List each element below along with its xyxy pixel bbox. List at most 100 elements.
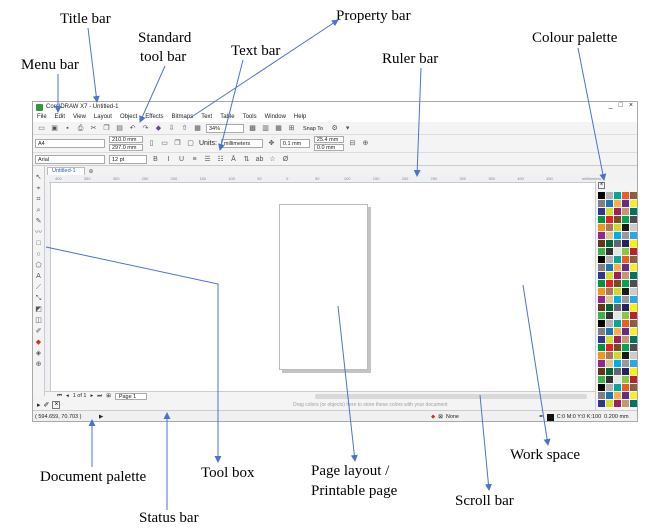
status-arrow-icon[interactable]: ▶ (99, 414, 104, 420)
palette-swatch[interactable] (598, 392, 605, 399)
character-format-icon[interactable]: Ā (231, 155, 236, 163)
palette-swatch[interactable] (606, 368, 613, 375)
palette-swatch[interactable] (606, 192, 613, 199)
palette-swatch[interactable] (614, 320, 621, 327)
new-document-icon[interactable]: ▭ (38, 124, 45, 132)
palette-swatch[interactable] (622, 312, 629, 319)
palette-swatch[interactable] (614, 384, 621, 391)
bold-icon[interactable]: B (153, 155, 158, 163)
text-direction-icon[interactable]: ⇅ (243, 155, 250, 163)
full-screen-icon[interactable]: ▩ (249, 124, 256, 132)
palette-swatch[interactable] (614, 336, 621, 343)
palette-swatch[interactable] (606, 288, 613, 295)
palette-swatch[interactable] (614, 192, 621, 199)
palette-swatch[interactable] (630, 224, 637, 231)
palette-swatch[interactable] (598, 264, 605, 271)
palette-swatch[interactable] (630, 376, 637, 383)
palette-swatch[interactable] (606, 360, 613, 367)
palette-swatch[interactable] (630, 248, 637, 255)
page-size-select[interactable]: A4 (35, 139, 105, 148)
palette-swatch[interactable] (598, 312, 605, 319)
portrait-icon[interactable]: ▯ (149, 140, 154, 147)
palette-swatch[interactable] (622, 200, 629, 207)
pick-tool-icon[interactable]: ↖ (35, 174, 42, 181)
palette-swatch[interactable] (598, 336, 605, 343)
palette-swatch[interactable] (630, 360, 637, 367)
palette-swatch[interactable] (622, 392, 629, 399)
shape-tool-icon[interactable]: ⌖ (36, 185, 41, 192)
rectangle-tool-icon[interactable]: □ (36, 240, 41, 247)
eyedropper-icon[interactable]: ✐ (43, 402, 50, 409)
palette-swatch[interactable] (630, 328, 637, 335)
menu-window[interactable]: Window (264, 114, 286, 120)
palette-swatch[interactable] (606, 320, 613, 327)
palette-swatch[interactable] (614, 280, 621, 287)
ellipse-tool-icon[interactable]: ○ (36, 251, 41, 258)
landscape-icon[interactable]: ▭ (161, 140, 168, 147)
palette-swatch[interactable] (598, 224, 605, 231)
palette-swatch[interactable] (606, 208, 613, 215)
palette-play-icon[interactable]: ▸ (37, 402, 41, 409)
palette-swatch[interactable] (630, 336, 637, 343)
palette-swatch[interactable] (630, 288, 637, 295)
palette-swatch[interactable] (630, 256, 637, 263)
redo-icon[interactable]: ↷ (142, 124, 149, 132)
text-tool-icon[interactable]: A (36, 273, 41, 280)
palette-swatch[interactable] (630, 296, 637, 303)
palette-swatch[interactable] (614, 216, 621, 223)
font-size-select[interactable]: 12 pt (109, 154, 147, 164)
palette-swatch[interactable] (630, 264, 637, 271)
page-tab[interactable]: Page 1 (114, 392, 148, 400)
new-tab-icon[interactable]: ⊕ (88, 169, 94, 175)
page-options-icon[interactable]: ⊟ (349, 140, 356, 147)
palette-swatch[interactable] (606, 336, 613, 343)
palette-swatch[interactable] (622, 232, 629, 239)
maximize-button[interactable]: □ (618, 102, 623, 109)
first-page-icon[interactable]: ⏮ (57, 392, 62, 399)
palette-swatch[interactable] (606, 344, 613, 351)
close-button[interactable]: × (628, 102, 633, 109)
palette-swatch[interactable] (630, 400, 637, 407)
palette-swatch[interactable] (606, 248, 613, 255)
palette-swatch[interactable] (630, 344, 637, 351)
palette-swatch[interactable] (614, 200, 621, 207)
bullet-list-icon[interactable]: ☰ (204, 155, 211, 163)
palette-swatch[interactable] (614, 256, 621, 263)
palette-swatch[interactable] (598, 328, 605, 335)
favorite-icon[interactable]: ☆ (269, 155, 276, 163)
palette-swatch[interactable] (622, 192, 629, 199)
menu-effects[interactable]: Effects (145, 114, 164, 120)
italic-icon[interactable]: I (167, 155, 170, 163)
palette-swatch[interactable] (598, 376, 605, 383)
palette-swatch[interactable] (606, 312, 613, 319)
palette-swatch[interactable] (614, 248, 621, 255)
undo-icon[interactable]: ↶ (129, 124, 136, 132)
freehand-tool-icon[interactable]: ✎ (35, 218, 42, 225)
paste-icon[interactable]: ▤ (116, 124, 123, 132)
palette-swatch[interactable] (630, 392, 637, 399)
copy-icon[interactable]: ❐ (103, 124, 110, 132)
palette-swatch[interactable] (630, 272, 637, 279)
page-height-field[interactable]: 297.0 mm (109, 144, 143, 151)
palette-swatch[interactable] (614, 312, 621, 319)
palette-swatch[interactable] (598, 352, 605, 359)
palette-swatch[interactable] (614, 352, 621, 359)
guidelines-icon[interactable]: ⊞ (288, 124, 295, 132)
palette-swatch[interactable] (598, 256, 605, 263)
palette-swatch[interactable] (606, 352, 613, 359)
parallel-dimension-icon[interactable]: ⟋ (36, 284, 41, 291)
menu-help[interactable]: Help (293, 114, 307, 120)
palette-swatch[interactable] (606, 376, 613, 383)
no-color-swatch[interactable]: × (598, 182, 605, 189)
palette-swatch[interactable] (606, 272, 613, 279)
duplicate-y-field[interactable]: 0.0 mm (313, 144, 344, 151)
polygon-tool-icon[interactable]: ⬠ (35, 262, 42, 269)
palette-swatch[interactable] (598, 216, 605, 223)
palette-swatch[interactable] (606, 224, 613, 231)
add-page-icon[interactable]: ⊞ (106, 393, 111, 399)
palette-swatch[interactable] (606, 280, 613, 287)
workspace[interactable] (51, 183, 603, 391)
eyedropper-icon[interactable]: ✐ (35, 328, 42, 335)
connector-tool-icon[interactable]: ⤡ (35, 295, 42, 302)
